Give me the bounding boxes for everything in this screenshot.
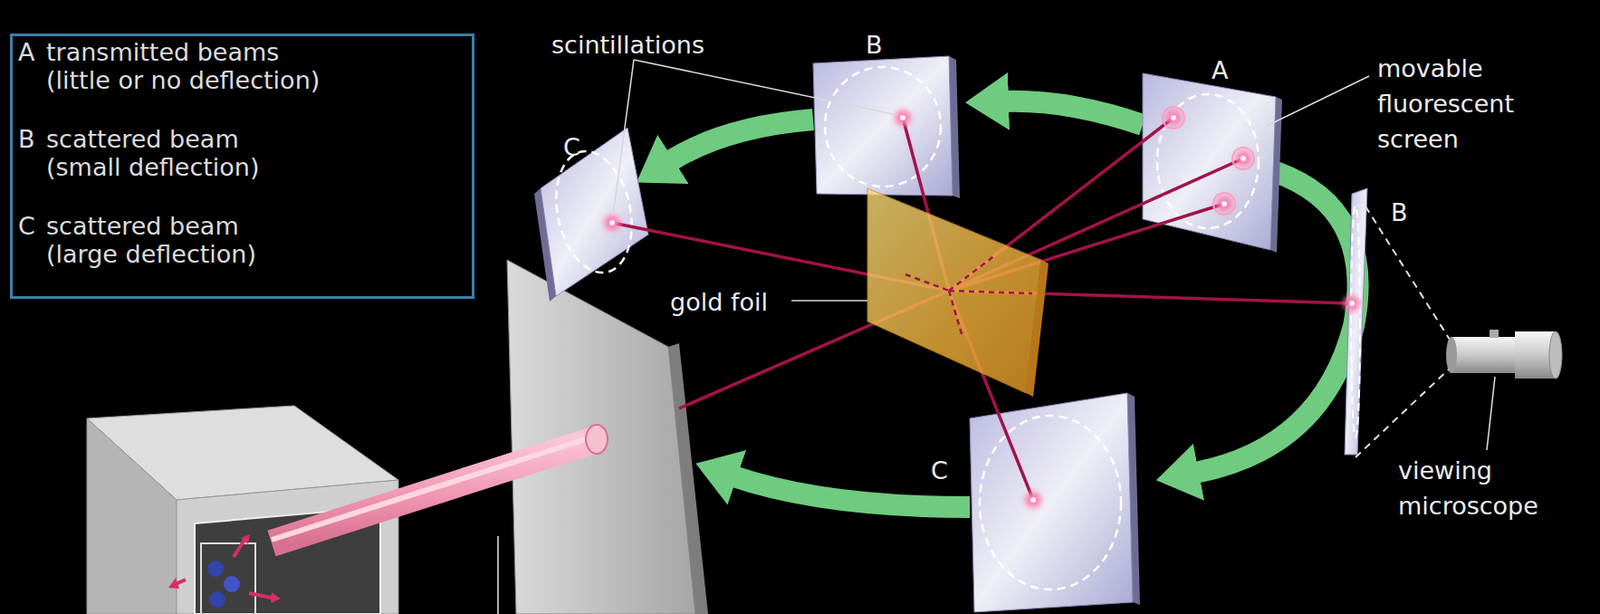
illustration-part — [1350, 205, 1361, 438]
illustration-part — [1486, 376, 1495, 451]
scintillation-spots — [603, 106, 1361, 508]
illustration-part — [1549, 331, 1562, 379]
illustration-part — [1170, 114, 1177, 121]
legend-row: Cscattered beam (large deflection) — [18, 211, 465, 269]
legend-description: transmitted beams (little or no deflecti… — [46, 38, 336, 95]
illustration-part — [540, 127, 649, 297]
illustration-part — [633, 59, 898, 115]
illustration-part — [867, 188, 1042, 393]
illustration-part — [86, 418, 177, 614]
illustration-part — [585, 424, 608, 454]
illustration-part — [240, 534, 250, 545]
screen-letter: C — [930, 452, 949, 489]
viewing-microscope — [1355, 206, 1562, 458]
illustration-part — [507, 259, 696, 614]
illustration-part — [609, 220, 615, 226]
illustration-part — [1489, 329, 1499, 338]
leader-label: viewing microscope — [1398, 452, 1558, 524]
illustration-part — [1240, 155, 1246, 162]
leader-label: movable fluorescent screen — [1377, 50, 1524, 157]
illustration-part — [900, 114, 906, 121]
legend-letter: B — [18, 124, 47, 182]
illustration-part — [979, 415, 1121, 590]
illustration-part — [1165, 109, 1182, 126]
illustration-part — [670, 119, 814, 162]
illustration-part — [223, 575, 240, 593]
legend-row: Bscattered beam (small deflection) — [18, 124, 465, 182]
illustration-part — [1232, 147, 1255, 170]
screen-letter: B — [865, 27, 883, 63]
leader-lines — [498, 59, 1495, 614]
illustration-part — [1005, 101, 1143, 125]
legend-letter: A — [18, 38, 47, 95]
illustration-part — [1446, 336, 1457, 374]
illustration-part — [1343, 295, 1361, 312]
legend-box: Atransmitted beams (little or no deflect… — [9, 33, 475, 299]
gold-foil — [867, 188, 1049, 397]
screen-letter: A — [1211, 52, 1228, 88]
illustration-part — [948, 254, 997, 291]
illustration-part — [813, 56, 953, 196]
legend-description: scattered beam (small deflection) — [46, 124, 291, 182]
leader-label: scintillations — [551, 27, 705, 63]
illustration-part — [271, 439, 597, 544]
illustration-part — [1451, 336, 1515, 374]
illustration-part — [603, 214, 621, 231]
illustration-part — [207, 560, 224, 577]
illustration-part — [948, 290, 1033, 294]
illustration-part — [1221, 201, 1227, 207]
illustration-part — [1213, 192, 1236, 215]
illustration-part — [905, 254, 1033, 335]
illustration-part — [1162, 106, 1185, 129]
illustration-part — [969, 392, 1133, 613]
illustration-part — [948, 290, 962, 335]
illustration-part — [270, 592, 281, 604]
alpha-particle-paths — [612, 117, 1352, 500]
illustration-part — [209, 591, 226, 608]
legend-description: scattered beam (large deflection) — [46, 211, 291, 269]
illustration-part — [1025, 491, 1042, 508]
illustration-part — [791, 299, 868, 302]
illustration-part — [613, 59, 634, 216]
illustration-part — [271, 435, 597, 540]
screen-letter: C — [563, 129, 581, 165]
illustration-part — [497, 536, 499, 614]
illustration-part — [546, 143, 643, 280]
illustration-part — [173, 539, 272, 598]
screen-letter: B — [1390, 194, 1409, 230]
illustration-part — [1266, 76, 1370, 126]
leader-label: gold foil — [670, 284, 768, 320]
alpha-beam-cylinder — [271, 424, 608, 544]
illustration-part — [201, 543, 256, 614]
illustration-part — [1030, 497, 1036, 503]
illustration-part — [168, 577, 180, 589]
illustration-part — [1344, 188, 1368, 455]
illustration-part — [1355, 366, 1452, 458]
illustration-part — [824, 67, 941, 187]
legend-row: Atransmitted beams (little or no deflect… — [18, 38, 465, 95]
illustration-part — [894, 109, 911, 126]
illustration-part — [1235, 150, 1252, 167]
illustration-part — [905, 274, 949, 291]
fluorescent-screens — [534, 56, 1368, 613]
legend-letter: C — [18, 211, 47, 269]
illustration-part — [1216, 195, 1233, 212]
illustration-part — [1365, 206, 1452, 343]
illustration-part — [1349, 300, 1355, 307]
